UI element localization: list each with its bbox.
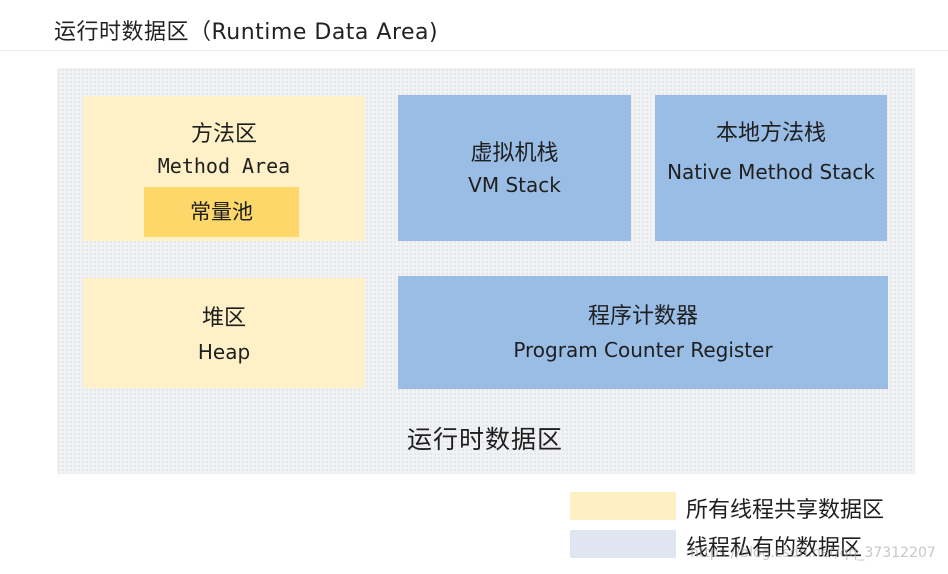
legend-private-swatch — [570, 530, 676, 558]
constant-pool-box: 常量池 — [144, 187, 299, 237]
native-method-stack-name: 本地方法栈 — [715, 121, 826, 146]
pc-register-box: 程序计数器 Program Counter Register — [398, 276, 888, 389]
native-method-stack-box: 本地方法栈 Native Method Stack — [655, 95, 887, 241]
legend-shared-swatch — [570, 492, 676, 520]
heap-english: Heap — [197, 340, 251, 364]
legend-private-label: 线程私有的数据区 — [686, 536, 863, 561]
title-divider — [0, 50, 948, 51]
heap-name: 堆区 — [201, 306, 246, 331]
native-method-stack-english: Native Method Stack — [667, 160, 875, 184]
page-title: 运行时数据区（Runtime Data Area) — [54, 20, 439, 45]
method-area-english: Method Area — [157, 154, 291, 178]
runtime-data-area-caption: 运行时数据区 — [406, 425, 563, 454]
vm-stack-box: 虚拟机栈 VM Stack — [398, 95, 631, 241]
legend-shared-label: 所有线程共享数据区 — [686, 498, 885, 523]
pc-register-name: 程序计数器 — [587, 304, 698, 329]
watermark: https://blog.csdn.net/qq_37312207 — [690, 545, 936, 561]
vm-stack-name: 虚拟机栈 — [470, 141, 559, 166]
vm-stack-english: VM Stack — [468, 173, 561, 197]
heap-box: 堆区 Heap — [83, 278, 365, 388]
method-area-name: 方法区 — [190, 122, 257, 147]
pc-register-english: Program Counter Register — [513, 338, 773, 362]
